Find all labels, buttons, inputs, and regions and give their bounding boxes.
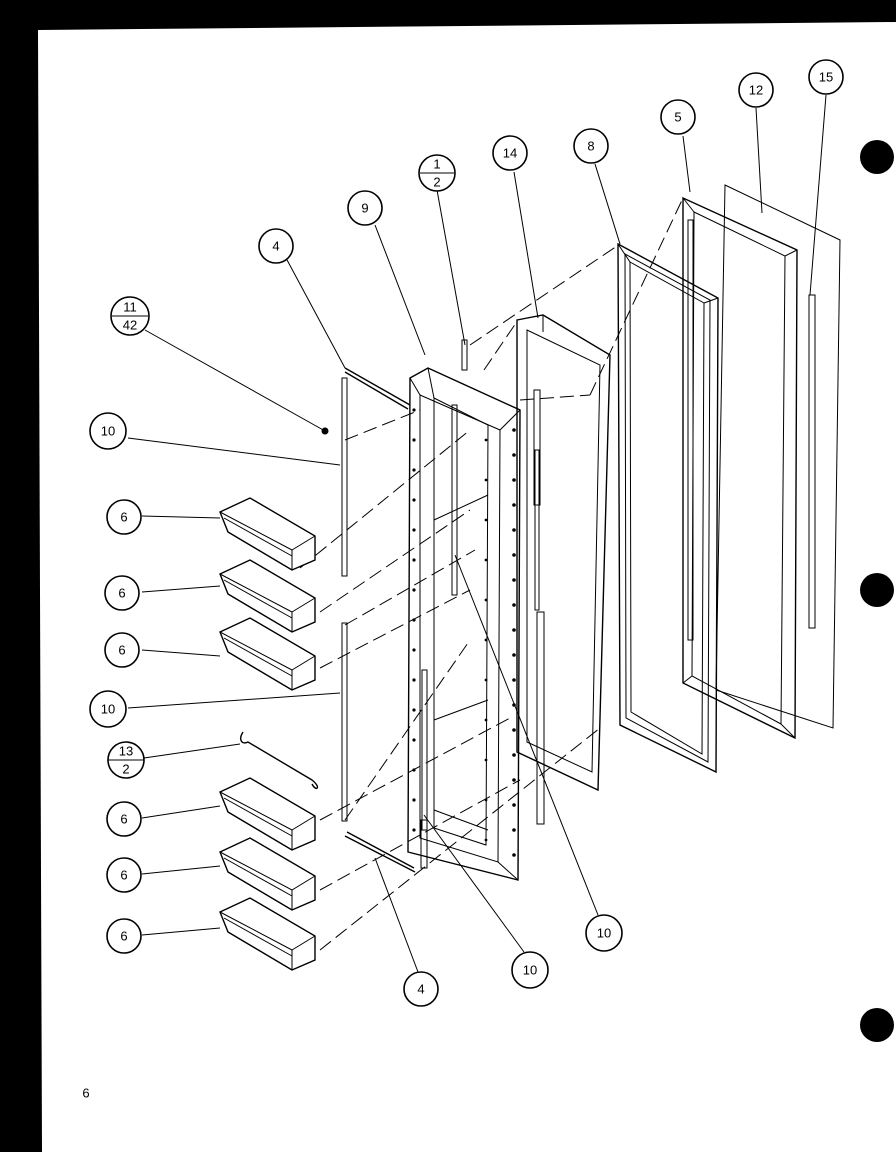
page-background bbox=[38, 22, 896, 1152]
callout-6-d: 6 bbox=[106, 801, 142, 837]
svg-text:13: 13 bbox=[119, 744, 133, 759]
callout-10-right: 10 bbox=[585, 914, 623, 952]
part-9-door-liner bbox=[407, 339, 521, 881]
binder-hole-bottom bbox=[860, 1008, 894, 1042]
bin-2 bbox=[219, 559, 316, 633]
svg-text:4: 4 bbox=[417, 982, 424, 997]
svg-text:2: 2 bbox=[122, 762, 129, 777]
part-12-panel bbox=[715, 184, 841, 729]
svg-text:4: 4 bbox=[272, 239, 279, 254]
callout-13-2: 13 2 bbox=[107, 741, 145, 779]
svg-text:11: 11 bbox=[123, 300, 137, 315]
svg-text:6: 6 bbox=[118, 586, 125, 601]
svg-text:12: 12 bbox=[749, 83, 763, 98]
callout-6-a: 6 bbox=[106, 499, 142, 535]
callout-6-e: 6 bbox=[106, 857, 142, 893]
bin-3 bbox=[219, 617, 316, 691]
svg-text:14: 14 bbox=[503, 146, 517, 161]
svg-text:10: 10 bbox=[523, 963, 537, 978]
bin-6 bbox=[219, 897, 316, 971]
part-13-wire-shelf bbox=[240, 731, 319, 790]
svg-text:5: 5 bbox=[674, 110, 681, 125]
binder-hole-top bbox=[860, 140, 894, 174]
binder-hole-middle bbox=[860, 573, 894, 607]
callout-4-bottom: 4 bbox=[403, 971, 439, 1007]
svg-text:6: 6 bbox=[120, 510, 127, 525]
part-4-rail-bottom bbox=[344, 831, 416, 873]
part-15-strip bbox=[808, 294, 816, 629]
callout-14: 14 bbox=[492, 135, 528, 171]
page-number: 6 bbox=[82, 1086, 89, 1101]
callout-10-bottom: 10 bbox=[511, 951, 549, 989]
part-8-gasket bbox=[617, 242, 719, 774]
callout-9: 9 bbox=[347, 190, 383, 226]
bin-1 bbox=[219, 497, 316, 571]
svg-text:6: 6 bbox=[120, 812, 127, 827]
callout-6-c: 6 bbox=[104, 632, 140, 668]
svg-text:42: 42 bbox=[123, 318, 137, 333]
svg-text:10: 10 bbox=[101, 424, 115, 439]
bin-5 bbox=[219, 837, 316, 911]
svg-text:10: 10 bbox=[101, 702, 115, 717]
leader-lines bbox=[127, 94, 827, 973]
part-6-bins bbox=[219, 497, 316, 971]
svg-text:10: 10 bbox=[597, 926, 611, 941]
callout-10-middle: 10 bbox=[89, 690, 127, 728]
callout-12: 12 bbox=[738, 72, 774, 108]
callout-8: 8 bbox=[573, 128, 609, 164]
svg-text:6: 6 bbox=[120, 929, 127, 944]
svg-text:1: 1 bbox=[433, 157, 440, 172]
callout-4-top: 4 bbox=[258, 228, 294, 264]
callout-5: 5 bbox=[660, 99, 696, 135]
callout-6-f: 6 bbox=[106, 918, 142, 954]
svg-text:6: 6 bbox=[120, 868, 127, 883]
callout-6-b: 6 bbox=[104, 575, 140, 611]
callout-15: 15 bbox=[808, 59, 844, 95]
callout-1-2: 1 2 bbox=[418, 154, 456, 192]
callout-11-42: 11 42 bbox=[110, 296, 150, 336]
part-5-frame bbox=[682, 196, 798, 740]
part-10-strip-upper bbox=[341, 377, 348, 577]
bin-4 bbox=[219, 777, 316, 851]
callout-10-upper: 10 bbox=[89, 412, 127, 450]
svg-text:8: 8 bbox=[587, 139, 594, 154]
svg-text:9: 9 bbox=[361, 201, 368, 216]
part-4-rail-top bbox=[344, 367, 411, 410]
svg-text:6: 6 bbox=[118, 643, 125, 658]
part-10-strip-lower bbox=[341, 622, 348, 822]
part-14-door-shell bbox=[516, 314, 611, 825]
svg-text:2: 2 bbox=[433, 175, 440, 190]
svg-text:15: 15 bbox=[819, 70, 833, 85]
